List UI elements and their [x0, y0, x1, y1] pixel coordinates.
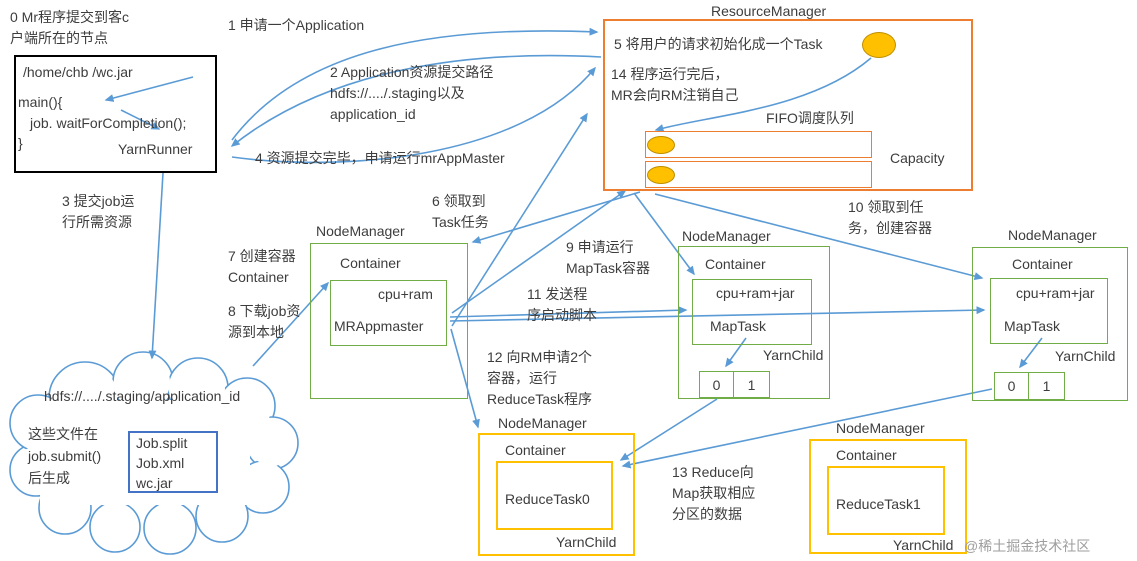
nm-map2-container-label: Container — [1012, 256, 1073, 272]
arrow-step6-fetch-task — [471, 191, 641, 244]
job-files-list: Job.split Job.xml wc.jar — [136, 433, 187, 493]
job-file-split: Job.split — [136, 435, 188, 451]
nm-map1-inner-container — [692, 279, 812, 345]
code-close-brace: } — [18, 135, 23, 151]
watermark: @稀土掘金技术社区 — [964, 538, 1091, 554]
nm-reduce0-inner-container — [496, 461, 613, 530]
yarnrunner-label: YarnRunner — [118, 141, 193, 157]
fifo-queue-1 — [645, 131, 872, 158]
nm-map1-yarnchild-label: YarnChild — [763, 347, 824, 363]
nm-map1-maptask-label: MapTask — [710, 318, 767, 334]
nm-map2-title: NodeManager — [1008, 227, 1097, 243]
jar-path: /home/chb /wc.jar — [23, 64, 133, 80]
nm-reduce0-title: NodeManager — [498, 415, 587, 431]
reducetask1-label: ReduceTask1 — [836, 496, 921, 512]
reducetask0-label: ReduceTask0 — [505, 491, 590, 507]
hdfs-cloud-note: 这些文件在 job.submit() 后生成 — [28, 426, 102, 486]
nm-map1-partition-0: 0 — [699, 371, 734, 398]
nm-reduce1-inner-container — [827, 466, 945, 535]
step5-label: 5 将用户的请求初始化成一个Task — [614, 36, 823, 52]
step10-label: 10 领取到任 务，创建容器 — [848, 199, 932, 236]
step4-label: 4 资源提交完毕，申请运行mrAppMaster — [255, 150, 505, 166]
nm-reduce0-box — [478, 433, 635, 556]
step8-label: 8 下载job资 源到本地 — [228, 303, 301, 340]
job-file-xml: Job.xml — [136, 455, 185, 471]
nm-map1-container-label: Container — [705, 256, 766, 272]
nm-map2-box — [972, 247, 1128, 401]
nm-map2-maptask-label: MapTask — [1004, 318, 1061, 334]
step3-label: 3 提交job运 行所需资源 — [62, 193, 135, 230]
code-main: main(){ — [18, 94, 63, 110]
nm-map2-partition-0: 0 — [994, 372, 1029, 400]
step1-label: 1 申请一个Application — [228, 17, 365, 33]
task-dot — [862, 32, 896, 58]
nm-map1-partition-1: 1 — [733, 371, 770, 398]
step13-label: 13 Reduce向 Map获取相应 分区的数据 — [672, 464, 756, 522]
resourcemanager-box — [603, 19, 973, 191]
nm-reduce0-yarnchild-label: YarnChild — [556, 534, 617, 550]
nm-map1-title: NodeManager — [682, 228, 771, 244]
step7-label: 7 创建容器 Container — [228, 248, 296, 285]
step11-label: 11 发送程 序启动脚本 — [527, 286, 597, 323]
nm-reduce1-title: NodeManager — [836, 420, 925, 436]
code-wait-for-completion: job. waitForCompletion(); — [30, 115, 187, 131]
nm-appmaster-inner-container — [330, 280, 447, 346]
hdfs-staging-path: hdfs://..../.staging/application_id — [44, 388, 241, 404]
queued-task-dot-1 — [647, 136, 675, 154]
nm-map1-box — [678, 246, 830, 399]
step2-label: 2 Application资源提交路径 hdfs://..../.staging… — [330, 64, 494, 122]
nm-appmaster-container-label: Container — [340, 255, 401, 271]
fifo-queue-2 — [645, 161, 872, 188]
step9-label: 9 申请运行 MapTask容器 — [566, 239, 651, 276]
nm-reduce1-container-label: Container — [836, 447, 897, 463]
job-file-jar: wc.jar — [136, 475, 173, 491]
nm-appmaster-resources: cpu+ram — [378, 286, 433, 302]
step12-label: 12 向RM申请2个 容器，运行 ReduceTask程序 — [487, 349, 593, 407]
fifo-queue-label: FIFO调度队列 — [766, 110, 854, 126]
nm-appmaster-box — [310, 243, 468, 399]
nm-map2-partition-1: 1 — [1028, 372, 1065, 400]
step0-note: 0 Mr程序提交到客c 户端所在的节点 — [10, 9, 129, 46]
resourcemanager-title: ResourceManager — [711, 3, 827, 19]
nm-reduce0-container-label: Container — [505, 442, 566, 458]
nm-appmaster-title: NodeManager — [316, 223, 405, 239]
step6-label: 6 领取到 Task任务 — [432, 193, 489, 230]
capacity-label: Capacity — [890, 150, 945, 166]
nm-reduce1-box — [809, 439, 967, 554]
arrow-step3-submit-job-resources — [148, 172, 164, 360]
nm-map2-yarnchild-label: YarnChild — [1055, 348, 1116, 364]
mrappmaster-label: MRAppmaster — [334, 318, 424, 334]
step14-label: 14 程序运行完后， MR会向RM注销自己 — [611, 66, 739, 103]
client-code-box — [14, 55, 217, 173]
arrow-step13-map1-to-reduce0 — [619, 398, 718, 461]
queued-task-dot-2 — [647, 166, 675, 184]
nm-map2-resources: cpu+ram+jar — [1016, 285, 1095, 301]
job-files-box — [128, 431, 218, 493]
nm-map1-resources: cpu+ram+jar — [716, 285, 795, 301]
nm-map2-inner-container — [990, 278, 1108, 344]
nm-reduce1-yarnchild-label: YarnChild — [893, 537, 954, 553]
